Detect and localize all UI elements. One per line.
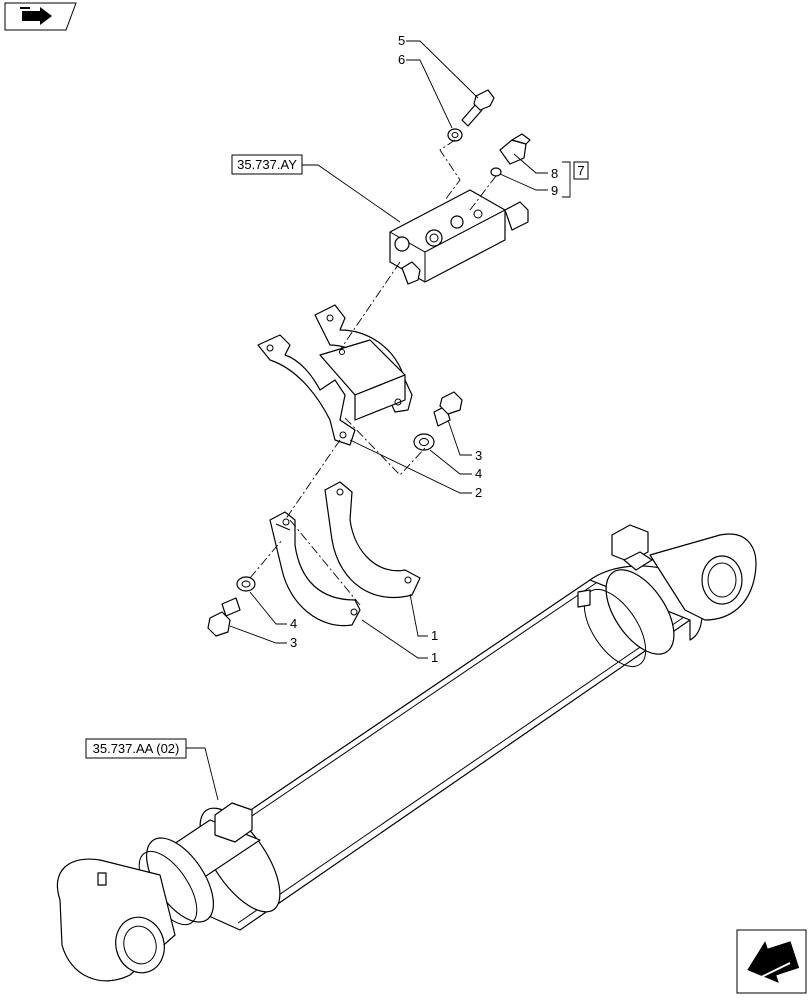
callout-9: 9: [551, 183, 558, 198]
bracket-8-9: [562, 161, 571, 198]
callout-3-upper: 3: [475, 448, 482, 463]
leader-3-lower: [229, 625, 287, 644]
centerline-oring: [469, 175, 497, 211]
leader-1-upper: [409, 593, 428, 637]
leader-8: [513, 153, 548, 174]
centerline-clamp-washer: [344, 417, 426, 476]
washer-top: [447, 128, 463, 142]
centerline-clamp-lower: [284, 439, 341, 521]
ref-box-kit[interactable]: 7: [573, 161, 589, 180]
callout-6: 6: [398, 52, 405, 67]
o-ring: [490, 167, 502, 177]
callout-2: 2: [475, 485, 482, 500]
leader-5: [406, 40, 479, 99]
leader-1-lower: [361, 619, 428, 659]
leader-9: [499, 173, 548, 191]
callout-8: 8: [551, 166, 558, 181]
folder-arrow-icon[interactable]: [4, 2, 77, 31]
bolt-upper: [433, 391, 463, 427]
callout-5: 5: [398, 33, 405, 48]
leader-valve-block: [302, 164, 401, 223]
bolt-top: [461, 89, 495, 127]
svg-text:35.737.AA (02): 35.737.AA (02): [93, 741, 180, 756]
washer-lower: [236, 576, 256, 592]
lower-clamp-half-left: [269, 511, 361, 627]
leader-6: [406, 59, 453, 129]
callout-1-upper: 1: [431, 628, 438, 643]
centerline-block-clamp: [339, 261, 401, 351]
washer-upper: [413, 433, 435, 451]
leader-3-upper: [447, 419, 472, 456]
callout-3-lower: 3: [290, 635, 297, 650]
upper-clamp: [257, 304, 413, 446]
centerline-lower-clamp: [289, 519, 361, 606]
bolt-lower: [207, 597, 241, 637]
svg-text:35.737.AY: 35.737.AY: [237, 157, 297, 172]
callout-4-lower: 4: [290, 616, 297, 631]
callout-4-upper: 4: [475, 466, 482, 481]
hydraulic-cylinder: [56, 524, 757, 982]
next-page-arrow-icon[interactable]: [736, 929, 807, 994]
ref-box-valve-block[interactable]: 35.737.AY: [231, 154, 303, 175]
leader-2: [349, 439, 472, 494]
leader-4-lower: [249, 591, 287, 625]
leader-cylinder: [186, 747, 219, 801]
callout-1-lower: 1: [431, 650, 438, 665]
lower-clamp-half-right: [324, 481, 421, 599]
svg-text:7: 7: [577, 163, 584, 178]
centerline-lower-washer: [249, 539, 283, 579]
centerline-top: [439, 139, 461, 201]
ref-box-cylinder[interactable]: 35.737.AA (02): [85, 738, 187, 759]
leader-4-upper: [429, 449, 472, 475]
valve-block: [389, 133, 531, 285]
